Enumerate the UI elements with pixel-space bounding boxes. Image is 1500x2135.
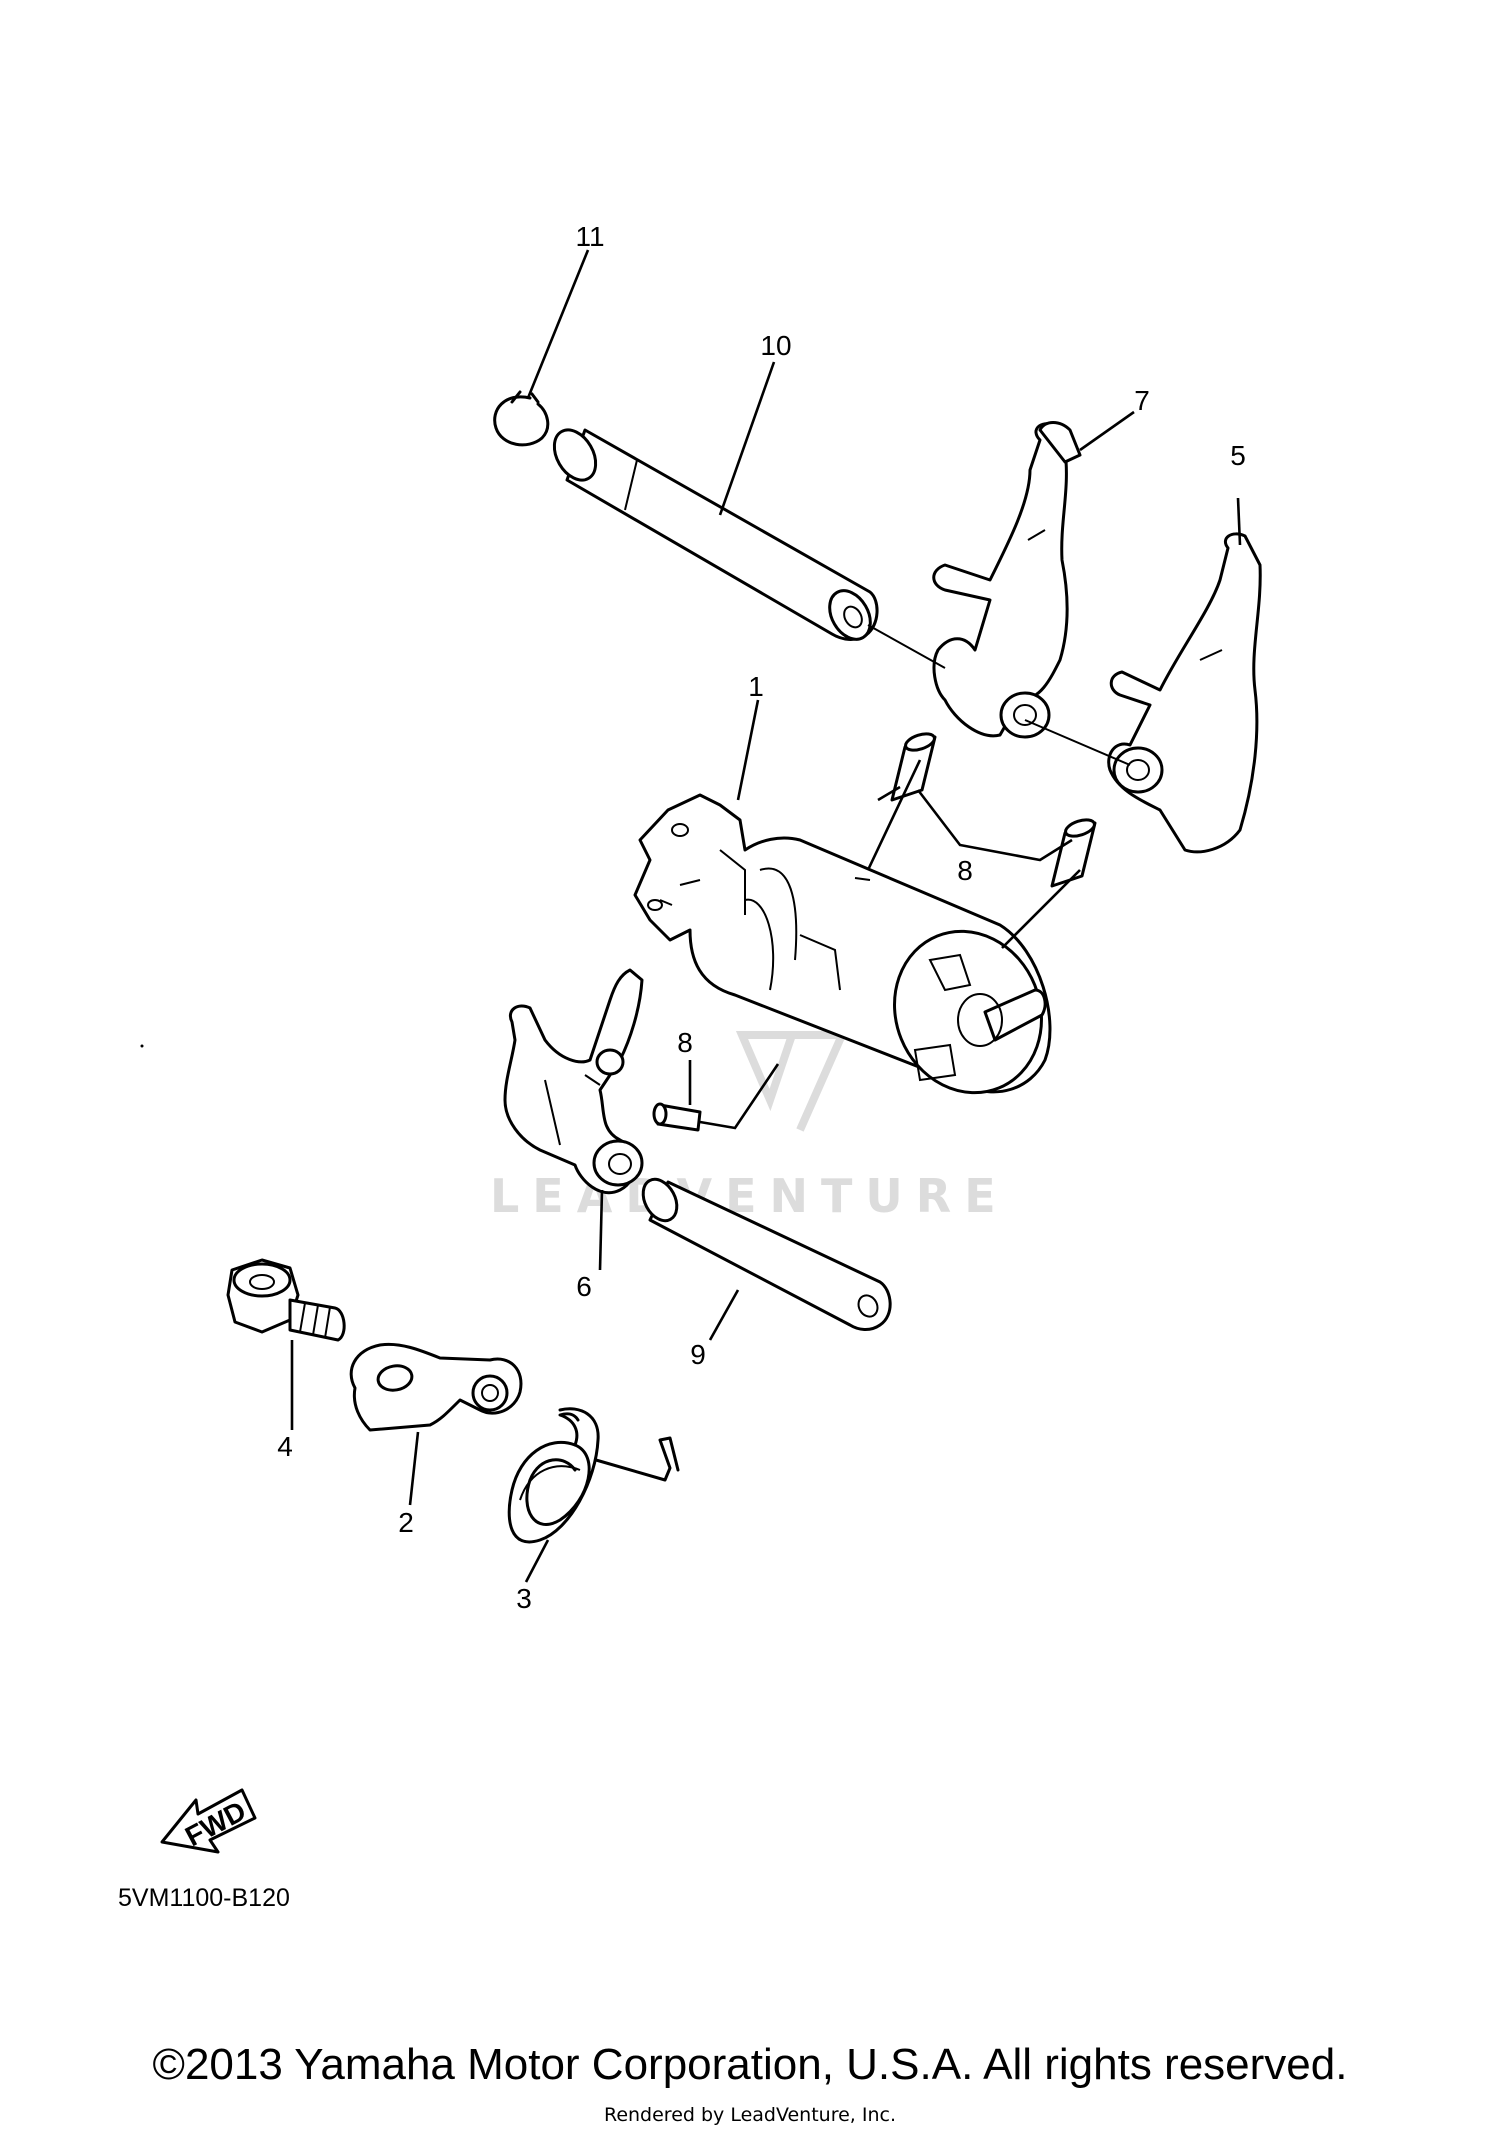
callout-5: 5: [1230, 440, 1246, 471]
callout-8-lower: 8: [677, 1027, 693, 1058]
callout-6: 6: [576, 1271, 592, 1302]
leader-8-lower: [688, 1060, 780, 1130]
shift-fork-6-part: [503, 968, 644, 1195]
callout-3: 3: [516, 1583, 532, 1614]
leader-8-upper: [866, 759, 1081, 949]
copyright-notice: ©2013 Yamaha Motor Corporation, U.S.A. A…: [152, 2040, 1348, 2089]
callout-10: 10: [760, 330, 791, 361]
circlip-part: [493, 390, 550, 447]
callout-1: 1: [748, 671, 764, 702]
upper-guide-bar-part: [552, 428, 879, 641]
callout-11: 11: [575, 221, 604, 252]
leader-6: [598, 1189, 604, 1271]
shift-fork-5-part: [1107, 532, 1262, 854]
leader-9: [708, 1289, 740, 1341]
torsion-spring-part: [507, 1407, 680, 1544]
watermark-text: LEADVENTURE: [490, 1169, 1009, 1223]
callout-9: 9: [690, 1339, 706, 1370]
lower-guide-bar-part: [641, 1177, 892, 1331]
leader-11: [526, 249, 590, 399]
leader-5: [1236, 497, 1242, 546]
guide-pin-lower-part: [1050, 818, 1097, 888]
callout-7: 7: [1134, 385, 1150, 416]
callout-8-upper: 8: [957, 855, 973, 886]
leader-2: [408, 1431, 420, 1506]
leader-10: [718, 361, 776, 516]
callout-2: 2: [398, 1507, 414, 1538]
leader-3: [524, 1539, 550, 1583]
guide-pin-fork6-part: [652, 1102, 702, 1132]
watermark: LEADVENTURE: [490, 1031, 1009, 1223]
callout-4: 4: [277, 1431, 293, 1462]
shift-cam-drum-part: [633, 793, 1052, 1095]
stray-dot: [140, 1044, 144, 1048]
diagram-code: 5VM1100-B120: [118, 1884, 290, 1912]
rendered-by-notice: Rendered by LeadVenture, Inc.: [603, 2104, 897, 2126]
bolt-part: [226, 1258, 346, 1342]
leader-1: [736, 699, 760, 801]
guide-pin-upper-part: [890, 732, 937, 802]
stopper-lever-part: [349, 1342, 523, 1432]
leader-7: [1079, 410, 1135, 452]
fwd-arrow-icon: FWD: [160, 1788, 257, 1854]
shift-fork-7-part: [932, 421, 1082, 739]
